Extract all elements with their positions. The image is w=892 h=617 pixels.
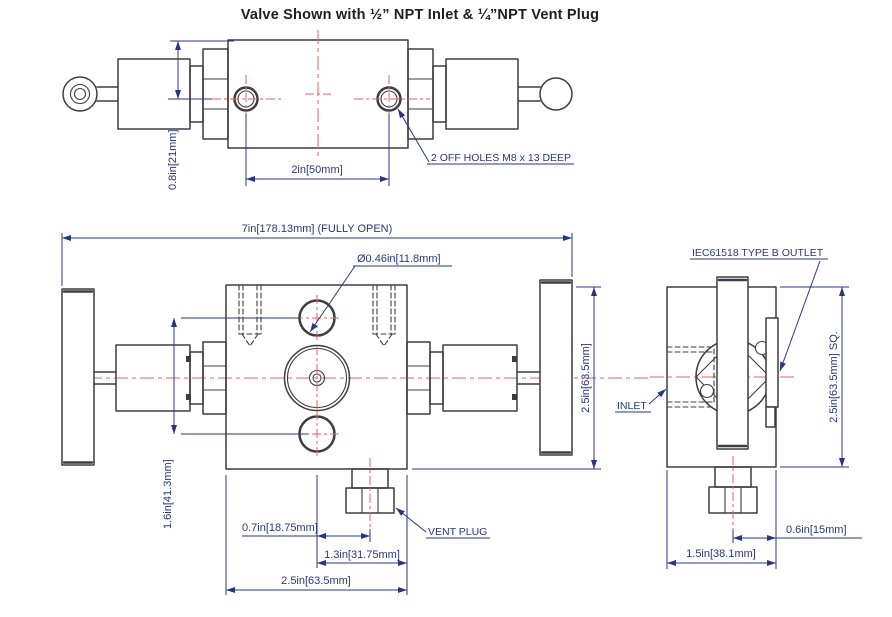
top-view: 0.8in[21mm] 2in[50mm] 2 OFF HOLES M8 x 1… [62, 30, 574, 190]
dim-side-square: 2.5in[63.5mm] SQ. [828, 331, 840, 423]
threaded-hole-left [238, 284, 262, 347]
right-handle-bar [539, 279, 573, 456]
front-view: 7in[178.13mm] (FULLY OPEN) Ø0.46in[11.8m… [61, 223, 648, 595]
right-handle-ball [539, 77, 573, 111]
handle-bar-side [716, 276, 749, 450]
right-bonnet-front [442, 344, 518, 412]
left-handle-end [62, 76, 98, 112]
side-view: IEC61518 TYPE B OUTLET INLET 2.5in[63.5m… [615, 247, 862, 569]
dim-vent-offset: 0.7in[18.75mm] [242, 522, 318, 534]
right-bonnet-top [445, 58, 519, 130]
left-handle-bar [61, 288, 95, 466]
dim-side-width: 1.5in[38.1mm] [686, 548, 756, 560]
label-outlet: IEC61518 TYPE B OUTLET [692, 247, 824, 259]
dim-fully-open-width: 7in[178.13mm] (FULLY OPEN) [242, 223, 393, 235]
dim-front-height: 2.5in[63.5mm] [580, 343, 592, 413]
side-view-valve-parts [666, 276, 779, 514]
dim-top-hole-spacing: 2in[50mm] [291, 164, 342, 176]
top-view-dimensions: 0.8in[21mm] 2in[50mm] 2 OFF HOLES M8 x 1… [167, 40, 574, 190]
front-view-dimensions: 7in[178.13mm] (FULLY OPEN) Ø0.46in[11.8m… [61, 223, 601, 595]
top-view-valve-parts [62, 39, 573, 149]
dim-side-vent-offset: 0.6in[15mm] [786, 524, 847, 536]
dim-gauge-hole-diameter: Ø0.46in[11.8mm] [357, 253, 441, 265]
front-view-valve-parts [61, 279, 573, 514]
dim-hole-vertical-spacing: 1.6in[41.3mm] [162, 459, 174, 529]
threaded-hole-right [372, 284, 396, 347]
label-vent-plug: VENT PLUG [428, 526, 487, 538]
label-inlet: INLET [617, 400, 647, 412]
dim-center-to-edge: 1.3in[31.75mm] [324, 549, 400, 561]
dim-front-width: 2.5in[63.5mm] [281, 575, 351, 587]
center-port [283, 344, 351, 412]
drawing-title: Valve Shown with ½” NPT Inlet & ¼”NPT Ve… [241, 7, 599, 23]
side-view-dimensions: IEC61518 TYPE B OUTLET INLET 2.5in[63.5m… [615, 247, 862, 569]
top-view-centerlines [212, 30, 430, 158]
outlet-flange [765, 317, 779, 408]
dim-top-height: 0.8in[21mm] [167, 129, 179, 190]
label-mounting-holes: 2 OFF HOLES M8 x 13 DEEP [431, 152, 571, 164]
